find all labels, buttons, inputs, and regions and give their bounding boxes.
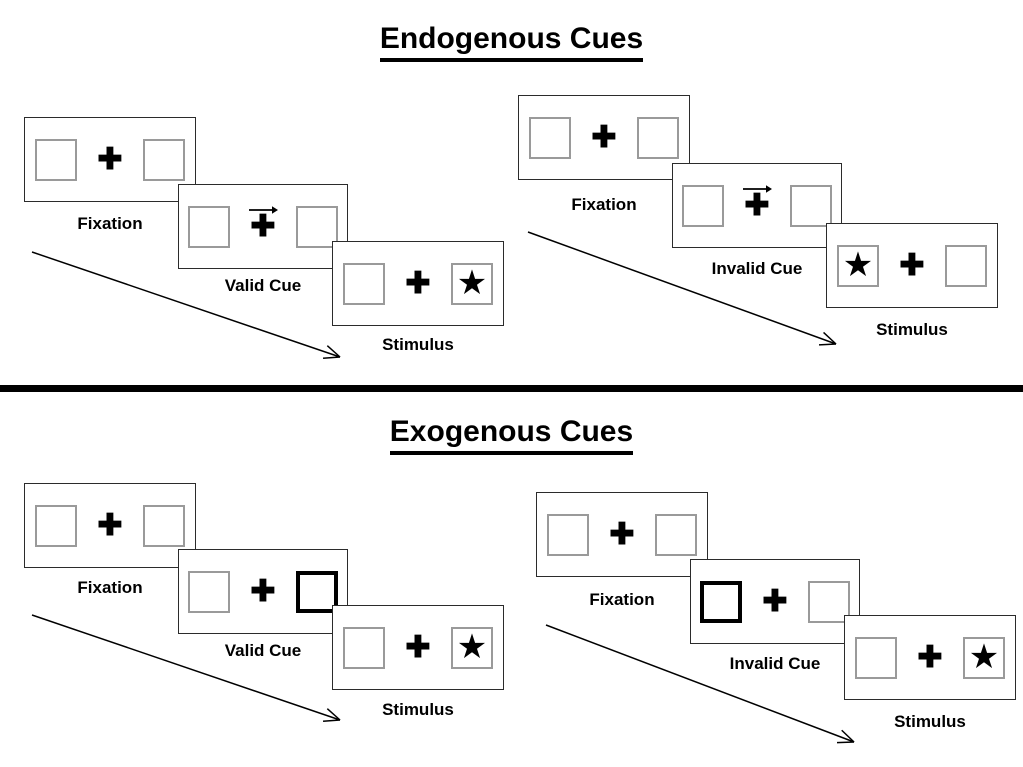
stimulus-box-left — [343, 626, 385, 669]
fixation-cross-icon: ✚ — [899, 248, 925, 282]
frame-contents: ★✚ — [837, 240, 987, 292]
trial-frame-exogenous-invalid-0: ✚ — [536, 492, 708, 577]
stage-label-exogenous-invalid-0: Fixation — [589, 590, 655, 609]
stimulus-box-right: ★ — [451, 262, 493, 305]
trial-frame-exogenous-valid-0: ✚ — [24, 483, 196, 568]
fixation-cross-icon: ✚ — [250, 209, 276, 243]
fixation-cross-icon: ✚ — [609, 517, 635, 551]
stimulus-box-left — [188, 570, 230, 613]
stimulus-box-right — [296, 205, 338, 248]
frame-contents: ✚ — [35, 500, 185, 552]
frame-contents: ✚ — [700, 576, 850, 628]
stimulus-box-right — [945, 244, 987, 287]
stimulus-box-right — [143, 504, 185, 547]
trial-frame-endogenous-invalid-0: ✚ — [518, 95, 690, 180]
stage-label-endogenous-valid-0: Fixation — [77, 214, 143, 233]
fixation-center: ✚ — [403, 258, 433, 310]
frame-contents: ✚ — [529, 112, 679, 164]
stage-label-exogenous-valid-0: Fixation — [77, 578, 143, 597]
stimulus-box-right — [143, 138, 185, 181]
trial-frame-exogenous-valid-1: ✚ — [178, 549, 348, 634]
stage-label-endogenous-valid-1: Valid Cue — [224, 276, 302, 295]
stage-label-exogenous-valid-1: Valid Cue — [224, 641, 302, 660]
star-icon: ★ — [456, 263, 488, 302]
fixation-center: ✚ — [915, 632, 945, 684]
section-title-exogenous: Exogenous Cues — [0, 415, 1023, 455]
fixation-center: ✚ — [742, 180, 772, 232]
fixation-cross-icon: ✚ — [97, 142, 123, 176]
stimulus-box-right-cued — [296, 570, 338, 613]
trial-frame-endogenous-valid-0: ✚ — [24, 117, 196, 202]
stage-label-endogenous-invalid-0: Fixation — [571, 195, 637, 214]
fixation-center: ✚ — [760, 576, 790, 628]
fixation-cross-icon: ✚ — [762, 584, 788, 618]
stimulus-box-right — [790, 184, 832, 227]
fixation-center: ✚ — [403, 622, 433, 674]
frame-contents: ✚ — [188, 566, 338, 618]
section-title-endogenous: Endogenous Cues — [0, 22, 1023, 62]
stimulus-box-right: ★ — [451, 626, 493, 669]
frame-contents: ✚ — [35, 134, 185, 186]
fixation-center: ✚ — [248, 201, 278, 253]
fixation-cross-icon: ✚ — [917, 640, 943, 674]
frame-contents: ✚★ — [855, 632, 1005, 684]
frame-contents: ✚★ — [343, 258, 493, 310]
stimulus-box-left — [35, 138, 77, 181]
stimulus-box-right — [808, 580, 850, 623]
stage-label-endogenous-valid-2: Stimulus — [382, 335, 454, 354]
fixation-center: ✚ — [607, 509, 637, 561]
frame-contents: ✚★ — [343, 622, 493, 674]
fixation-center: ✚ — [95, 134, 125, 186]
stimulus-box-right: ★ — [963, 636, 1005, 679]
trial-frame-endogenous-invalid-1: ✚ — [672, 163, 842, 248]
fixation-cross-icon: ✚ — [591, 120, 617, 154]
star-icon: ★ — [968, 637, 1000, 676]
star-icon: ★ — [456, 627, 488, 666]
trial-frame-endogenous-invalid-2: ★✚ — [826, 223, 998, 308]
fixation-cross-icon: ✚ — [405, 266, 431, 300]
fixation-center: ✚ — [897, 240, 927, 292]
trial-frame-exogenous-invalid-2: ✚★ — [844, 615, 1016, 700]
frame-contents: ✚ — [547, 509, 697, 561]
stimulus-box-left — [547, 513, 589, 556]
fixation-cross-icon: ✚ — [97, 508, 123, 542]
section-title-text-exogenous: Exogenous Cues — [389, 415, 634, 455]
trial-frame-endogenous-valid-1: ✚ — [178, 184, 348, 269]
stimulus-box-left — [343, 262, 385, 305]
stimulus-box-left — [35, 504, 77, 547]
stimulus-box-right — [655, 513, 697, 556]
stage-label-endogenous-invalid-1: Invalid Cue — [711, 259, 803, 278]
stimulus-box-left-cued — [700, 580, 742, 623]
stimulus-box-left — [188, 205, 230, 248]
fixation-center: ✚ — [95, 500, 125, 552]
fixation-cross-icon: ✚ — [405, 630, 431, 664]
section-divider — [0, 385, 1023, 392]
trial-frame-endogenous-valid-2: ✚★ — [332, 241, 504, 326]
cue-arrow-right-icon — [742, 182, 772, 194]
trial-frame-exogenous-invalid-1: ✚ — [690, 559, 860, 644]
stage-label-exogenous-invalid-1: Invalid Cue — [729, 654, 821, 673]
stimulus-box-right — [637, 116, 679, 159]
stimulus-box-left — [682, 184, 724, 227]
fixation-center: ✚ — [589, 112, 619, 164]
stimulus-box-left — [529, 116, 571, 159]
stage-label-exogenous-valid-2: Stimulus — [382, 700, 454, 719]
cue-arrow-right-icon — [248, 203, 278, 215]
frame-contents: ✚ — [682, 180, 832, 232]
fixation-cross-icon: ✚ — [744, 188, 770, 222]
stage-label-exogenous-invalid-2: Stimulus — [894, 712, 966, 731]
trial-frame-exogenous-valid-2: ✚★ — [332, 605, 504, 690]
stimulus-box-left: ★ — [837, 244, 879, 287]
fixation-center: ✚ — [248, 566, 278, 618]
stimulus-box-left — [855, 636, 897, 679]
star-icon: ★ — [842, 245, 874, 284]
stage-label-endogenous-invalid-2: Stimulus — [876, 320, 948, 339]
section-title-text-endogenous: Endogenous Cues — [379, 22, 644, 62]
fixation-cross-icon: ✚ — [250, 574, 276, 608]
frame-contents: ✚ — [188, 201, 338, 253]
